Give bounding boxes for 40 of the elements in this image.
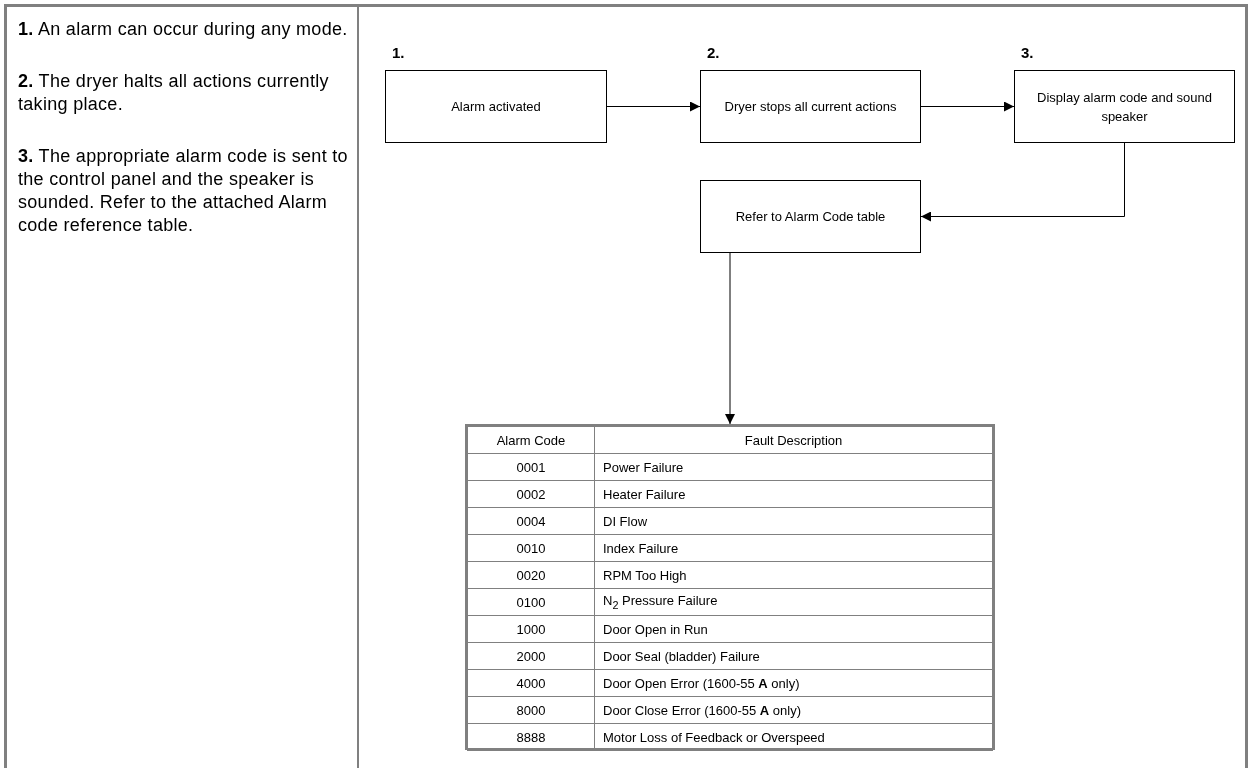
box-label: Dryer stops all current actions [724, 98, 897, 116]
table-cell: 0010 [467, 534, 595, 562]
box-label: Refer to Alarm Code table [735, 208, 886, 226]
column-header: Fault Description [594, 426, 993, 454]
table-cell: Door Open Error (1600-55 A only) [594, 669, 993, 697]
table-cell: 1000 [467, 615, 595, 643]
box-label: Alarm activated [451, 98, 541, 116]
table-cell: 0100 [467, 588, 595, 616]
table-cell: Power Failure [594, 453, 993, 481]
arrow [606, 101, 701, 112]
arrow [920, 142, 1125, 222]
table-cell: 0001 [467, 453, 595, 481]
arrow [920, 101, 1015, 112]
process-box [700, 180, 921, 253]
step-number: 3. [1021, 44, 1034, 61]
box-label: Display alarm code and sound speaker [1036, 88, 1213, 126]
table-cell: RPM Too High [594, 561, 993, 589]
column-header: Alarm Code [467, 426, 595, 454]
step-note: 1. An alarm can occur during any mode. [18, 18, 348, 41]
table-cell: Motor Loss of Feedback or Overspeed [594, 723, 993, 751]
table-cell: 0002 [467, 480, 595, 508]
table-cell: 0004 [467, 507, 595, 535]
step-number: 1. [392, 44, 405, 61]
table-cell: Door Seal (bladder) Failure [594, 642, 993, 670]
table-cell: 8000 [467, 696, 595, 724]
table-cell: Index Failure [594, 534, 993, 562]
arrow [725, 252, 735, 425]
table-cell: Door Open in Run [594, 615, 993, 643]
table-cell: Door Close Error (1600-55 A only) [594, 696, 993, 724]
alarm-code-table [465, 424, 995, 750]
table-cell: 0020 [467, 561, 595, 589]
step-number: 2. [707, 44, 720, 61]
step-note: 2. The dryer halts all actions currently taking place. [18, 70, 330, 116]
table-cell: Heater Failure [594, 480, 993, 508]
table-cell: DI Flow [594, 507, 993, 535]
table-cell: N$_{2}$ Pressure Failure [594, 588, 993, 616]
table-cell: 4000 [467, 669, 595, 697]
step-note: 3. The appropriate alarm code is sent to the control panel and the speaker is sounded. Refer to the attached Alarm code reference table. [18, 145, 348, 237]
table-cell: 8888 [467, 723, 595, 751]
table-cell: 2000 [467, 642, 595, 670]
